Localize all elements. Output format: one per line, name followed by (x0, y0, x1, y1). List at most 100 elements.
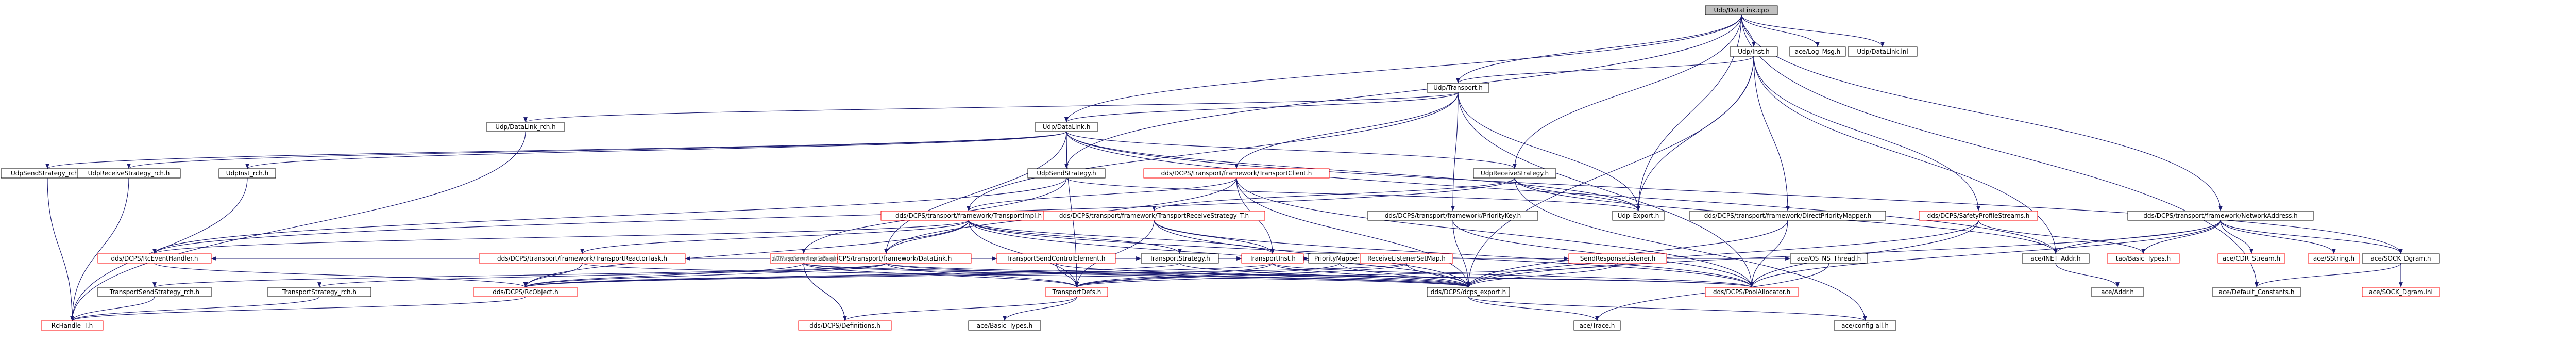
file-node-label: PriorityMapper.h (1314, 255, 1365, 262)
file-node-box (486, 122, 565, 132)
file-node-n38[interactable]: dds/DCPS/RcObject.h (473, 287, 578, 297)
edge-n14-n13 (884, 220, 969, 254)
file-node-n19[interactable]: dds/DCPS/SafetyProfileStreams.h (1919, 211, 2038, 221)
file-node-box (1848, 46, 1918, 57)
edge-n23-n40 (803, 263, 1470, 288)
edge-n40-n49 (1468, 296, 1867, 321)
file-node-box (2217, 253, 2285, 264)
file-node-n15[interactable]: dds/DCPS/transport/framework/TransportRe… (1043, 211, 1265, 221)
file-node-n46[interactable]: dds/DCPS/Definitions.h (798, 320, 892, 331)
file-node-n26[interactable]: TransportInst.h (1241, 253, 1304, 264)
file-node-n48[interactable]: ace/Trace.h (1573, 320, 1621, 331)
file-node-label: ace/Default_Constants.h (2219, 288, 2295, 296)
file-node-box (798, 320, 892, 331)
file-node-n33[interactable]: ace/CDR_Stream.h (2217, 253, 2285, 264)
file-node-n02[interactable]: ace/Log_Msg.h (1789, 46, 1846, 57)
file-node-n44[interactable]: ace/SOCK_Dgram.inl (2362, 287, 2440, 297)
edge-n01-n04 (1456, 56, 1754, 84)
file-node-n23[interactable]: dds/DCPS/transport/framework/TransportSe… (770, 253, 838, 264)
file-node-n45[interactable]: RcHandle_T.h (41, 320, 104, 331)
file-node-label: ace/config-all.h (1841, 322, 1889, 329)
file-node-box (97, 253, 212, 264)
file-node-n00[interactable]: Udp/DataLink.cpp (1705, 5, 1778, 15)
file-node-label: dds/DCPS/transport/framework/NetworkAddr… (2143, 212, 2298, 219)
edge-n04-n41 (1458, 92, 1754, 288)
file-node-label: SendResponseListener.h (1580, 255, 1655, 262)
file-node-label: TransportSendControlElement.h (1006, 255, 1105, 262)
file-node-n34[interactable]: ace/SString.h (2308, 253, 2360, 264)
edge-n40-n48 (1468, 296, 1599, 321)
file-node-label: dds/DCPS/Definitions.h (809, 322, 880, 329)
file-node-box (1789, 46, 1846, 57)
edge-n19-n32 (1978, 220, 2145, 254)
edge-n12-n49 (1514, 177, 1867, 321)
file-node-box (1427, 83, 1489, 93)
file-node-n09[interactable]: UdpInst_rch.h (218, 168, 276, 179)
edge-n12-n21 (152, 177, 1515, 254)
edge-n20-n35 (2220, 220, 2403, 254)
file-node-n11[interactable]: dds/DCPS/transport/framework/TransportCl… (1143, 168, 1330, 179)
file-node-n35[interactable]: ace/SOCK_Dgram.h (2362, 253, 2440, 264)
file-node-n12[interactable]: UdpReceiveStrategy.h (1473, 168, 1556, 179)
edge-n06-n35 (1066, 131, 2403, 254)
file-node-n29[interactable]: SendResponseListener.h (1568, 253, 1667, 264)
edge-n00-n01 (1741, 14, 1756, 47)
file-node-label: dds/DCPS/transport/framework/TransportIm… (895, 212, 1042, 219)
file-node-box (1730, 46, 1778, 57)
edge-n09-n45 (70, 177, 248, 321)
file-node-n47[interactable]: ace/Basic_Types.h (968, 320, 1041, 331)
file-node-box (1045, 287, 1108, 297)
file-node-n17[interactable]: Udp_Export.h (1612, 211, 1665, 221)
edge-n21-n38 (154, 263, 528, 288)
file-node-n20[interactable]: dds/DCPS/transport/framework/NetworkAddr… (2127, 211, 2314, 221)
file-node-n18[interactable]: dds/DCPS/transport/framework/DirectPrior… (1689, 211, 1886, 221)
file-node-n22[interactable]: dds/DCPS/transport/framework/TransportRe… (479, 253, 686, 264)
file-node-label: ace/SOCK_Dgram.h (2371, 255, 2431, 262)
file-node-n25[interactable]: TransportStrategy.h (1141, 253, 1219, 264)
file-node-n30[interactable]: ace/OS_NS_Thread.h (1790, 253, 1868, 264)
file-node-box (1705, 287, 1799, 297)
edge-n13-n36 (152, 263, 887, 288)
file-node-n42[interactable]: ace/Addr.h (2091, 287, 2144, 297)
edge-n27-n39 (1075, 263, 1340, 288)
file-node-label: RcHandle_T.h (52, 322, 93, 329)
file-node-n39[interactable]: TransportDefs.h (1045, 287, 1108, 297)
file-node-box (1141, 253, 1219, 264)
file-node-n37[interactable]: TransportStrategy_rch.h (267, 287, 371, 297)
file-node-label: ace/CDR_Stream.h (2223, 255, 2280, 262)
file-node-n14[interactable]: dds/DCPS/transport/framework/TransportIm… (880, 211, 1057, 221)
file-node-n40[interactable]: dds/DCPS/dcps_export.h (1427, 287, 1510, 297)
file-node-n41[interactable]: dds/DCPS/PoolAllocator.h (1705, 287, 1799, 297)
file-node-n01[interactable]: Udp/Inst.h (1730, 46, 1778, 57)
file-node-n32[interactable]: tao/Basic_Types.h (2107, 253, 2180, 264)
file-node-label: Udp/DataLink.inl (1857, 48, 1908, 55)
edge-n01-n31 (1753, 56, 2058, 254)
file-node-n05[interactable]: Udp/DataLink_rch.h (486, 122, 565, 132)
edge-n00-n10 (1064, 14, 1742, 169)
file-node-n16[interactable]: dds/DCPS/transport/framework/PriorityKey… (1367, 211, 1538, 221)
file-node-n06[interactable]: Udp/DataLink.h (1035, 122, 1098, 132)
file-node-n10[interactable]: UdpSendStrategy.h (1027, 168, 1106, 179)
edge-n18-n41 (1750, 220, 1788, 288)
file-node-n43[interactable]: ace/Default_Constants.h (2212, 287, 2301, 297)
file-node-n36[interactable]: TransportSendStrategy_rch.h (97, 287, 212, 297)
file-node-n24[interactable]: TransportSendControlElement.h (996, 253, 1116, 264)
edge-n23-n38 (523, 263, 804, 288)
file-node-box (267, 287, 371, 297)
file-node-box (1360, 253, 1453, 264)
edge-n36-n45 (70, 296, 155, 321)
file-node-label: TransportSendStrategy_rch.h (109, 288, 199, 296)
file-node-n13[interactable]: dds/DCPS/transport/framework/DataLink.h (801, 253, 972, 264)
file-node-box (2362, 253, 2440, 264)
file-node-n03[interactable]: Udp/DataLink.inl (1848, 46, 1918, 57)
edge-n00-n04 (1456, 14, 1742, 84)
file-node-n28[interactable]: ReceiveListenerSetMap.h (1360, 253, 1453, 264)
file-node-n04[interactable]: Udp/Transport.h (1427, 83, 1489, 93)
file-node-n49[interactable]: ace/config-all.h (1834, 320, 1896, 331)
file-node-label: tao/Basic_Types.h (2116, 255, 2171, 262)
edge-n14-n25 (968, 220, 1182, 254)
file-node-n21[interactable]: dds/DCPS/RcEventHandler.h (97, 253, 212, 264)
file-node-n08[interactable]: UdpReceiveStrategy_rch.h (77, 168, 181, 179)
file-node-n31[interactable]: ace/INET_Addr.h (2022, 253, 2090, 264)
